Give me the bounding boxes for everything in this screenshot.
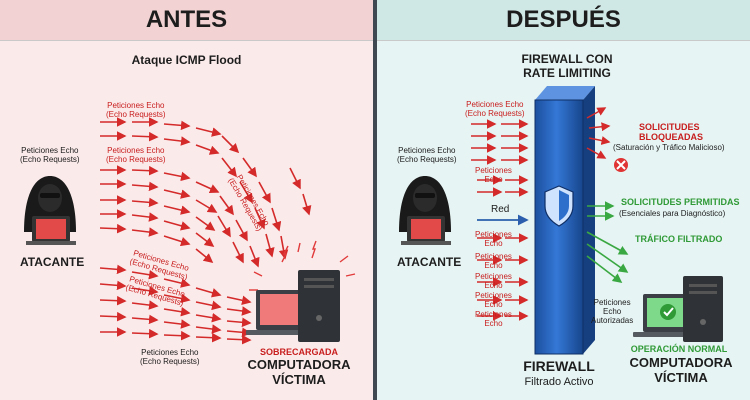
echo-label-7: Peticiones Echo(Echo Requests) (140, 348, 200, 367)
after-echo-label-2: Peticiones Echo(Echo Requests) (397, 146, 457, 165)
network-label: Red (491, 204, 510, 215)
blocked-sub-label: (Saturación y Tráfico Malicioso) (613, 143, 725, 152)
before-header: ANTES (0, 0, 373, 41)
allowed-sub-label: (Esenciales para Diagnóstico) (619, 209, 726, 218)
before-title: Ataque ICMP Flood (131, 53, 242, 67)
attacker-label: ATACANTE (20, 255, 85, 269)
protected-computer-icon (633, 276, 723, 342)
filtered-label: TRÁFICO FILTRADO (635, 234, 723, 244)
firewall-sub-label: Filtrado Activo (524, 376, 594, 388)
before-panel: ANTES Ataque ICMP Flood (0, 0, 373, 400)
overload-label: SOBRECARGADA (260, 347, 339, 357)
echo-label-2: Peticiones Echo(Echo Requests) (106, 146, 166, 165)
echo-label-1: Peticiones Echo(Echo Requests) (106, 101, 166, 120)
firewall-icon (534, 86, 595, 355)
blocked-arrows (586, 107, 611, 159)
firewall-label: FIREWALL (523, 358, 595, 374)
overload-sparks-icon (249, 240, 356, 291)
echo-label-3: Peticiones Echo(Echo Requests) (20, 146, 80, 165)
attacker-icon-after (399, 176, 451, 245)
after-attacker-label: ATACANTE (397, 255, 462, 269)
allowed-arrows (586, 201, 629, 283)
attacker-icon (24, 176, 76, 245)
incoming-arrows (471, 119, 529, 321)
panel-divider (373, 0, 377, 400)
after-graphics (399, 86, 723, 355)
after-header: DESPUÉS (377, 0, 750, 41)
blocked-x-icon (614, 158, 628, 172)
victim-computer-icon (246, 270, 340, 342)
after-echo-label-1: Peticiones Echo(Echo Requests) (465, 100, 525, 119)
flood-arrows (99, 117, 312, 345)
normal-operation-label: OPERACIÓN NORMAL (630, 344, 728, 354)
allowed-label: SOLICITUDES PERMITIDAS (621, 197, 740, 207)
before-graphics (24, 117, 356, 345)
